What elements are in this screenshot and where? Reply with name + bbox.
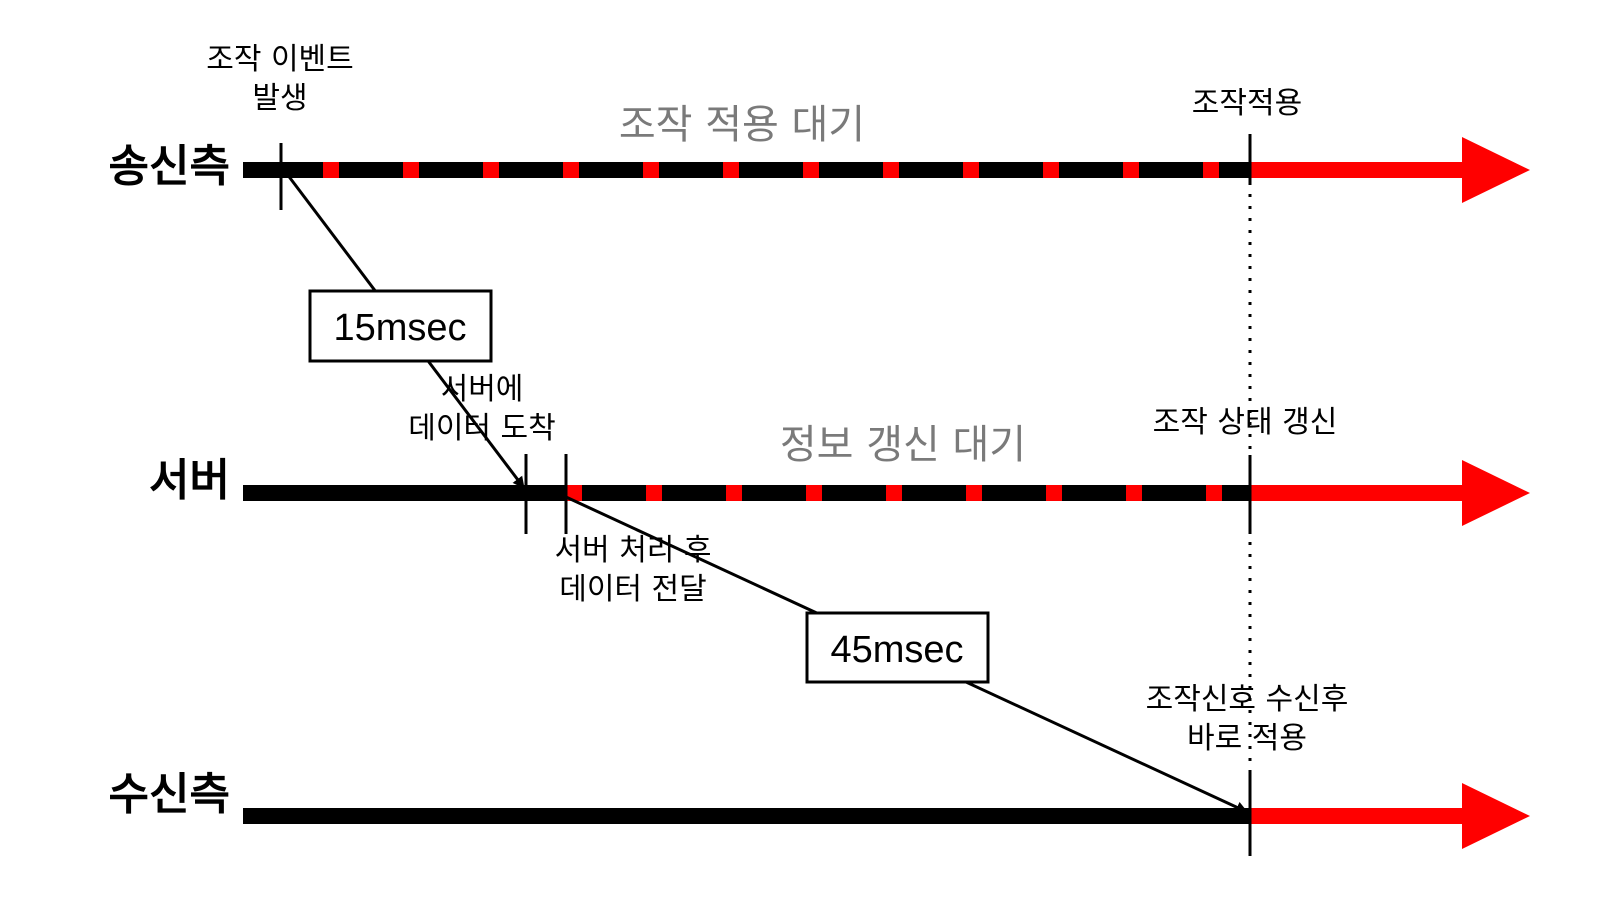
sender-dash [803, 162, 819, 178]
receiver-apply-note-line2: 바로 적용 [1187, 721, 1307, 756]
sender-dash [1123, 162, 1139, 178]
sender-dash [723, 162, 739, 178]
sender-waiting-label: 조작 적용 대기 [619, 102, 865, 148]
server-updated-note: 조작 상태 갱신 [1153, 405, 1338, 440]
server-waiting-dashes [566, 485, 1222, 501]
uplink-delay-box: 15msec [308, 289, 493, 363]
receiver-arrowhead [1462, 783, 1530, 849]
sender-event-note-line1: 조작 이벤트 [206, 42, 354, 77]
server-arrive-note-line1: 서버에 [441, 372, 524, 407]
sender-event-note-line2: 발생 [252, 81, 307, 116]
server-processed-note-line1: 서버 처리 후 [554, 533, 711, 568]
server-dash [646, 485, 662, 501]
server-dash [1206, 485, 1222, 501]
server-processed-note-line2: 데이터 전달 [559, 572, 707, 607]
sender-dash [643, 162, 659, 178]
server-dash [726, 485, 742, 501]
server-waiting-label: 정보 갱신 대기 [780, 422, 1026, 468]
sender-dash [963, 162, 979, 178]
downlink-delay-frame [805, 611, 990, 684]
sender-dash [403, 162, 419, 178]
row-label-sender: 송신측 [109, 141, 230, 192]
server-dash [566, 485, 582, 501]
sender-dash [1043, 162, 1059, 178]
sender-arrowhead [1462, 137, 1530, 203]
sender-dash [323, 162, 339, 178]
server-arrowhead [1462, 460, 1530, 526]
server-arrive-note-line2: 데이터 도착 [408, 411, 556, 446]
downlink-delay-box: 45msec [805, 611, 990, 684]
uplink-delay-label: 15msec [333, 307, 466, 349]
downlink-delay-label: 45msec [830, 629, 963, 671]
sender-dash [1203, 162, 1219, 178]
row-label-server: 서버 [149, 455, 230, 506]
server-dash [966, 485, 982, 501]
server-dash [1046, 485, 1062, 501]
sender-dash [483, 162, 499, 178]
server-dash [1126, 485, 1142, 501]
sender-waiting-dashes [323, 162, 1219, 178]
sender-timeline [243, 134, 1530, 210]
server-dash [886, 485, 902, 501]
server-dash [806, 485, 822, 501]
uplink-delay-frame [308, 289, 493, 363]
sender-applied-note: 조작적용 [1192, 86, 1302, 121]
sender-dash [883, 162, 899, 178]
receiver-apply-note-line1: 조작신호 수신후 [1146, 682, 1349, 717]
row-label-receiver: 수신측 [109, 769, 230, 820]
sender-dash [563, 162, 579, 178]
receiver-timeline [243, 772, 1530, 856]
